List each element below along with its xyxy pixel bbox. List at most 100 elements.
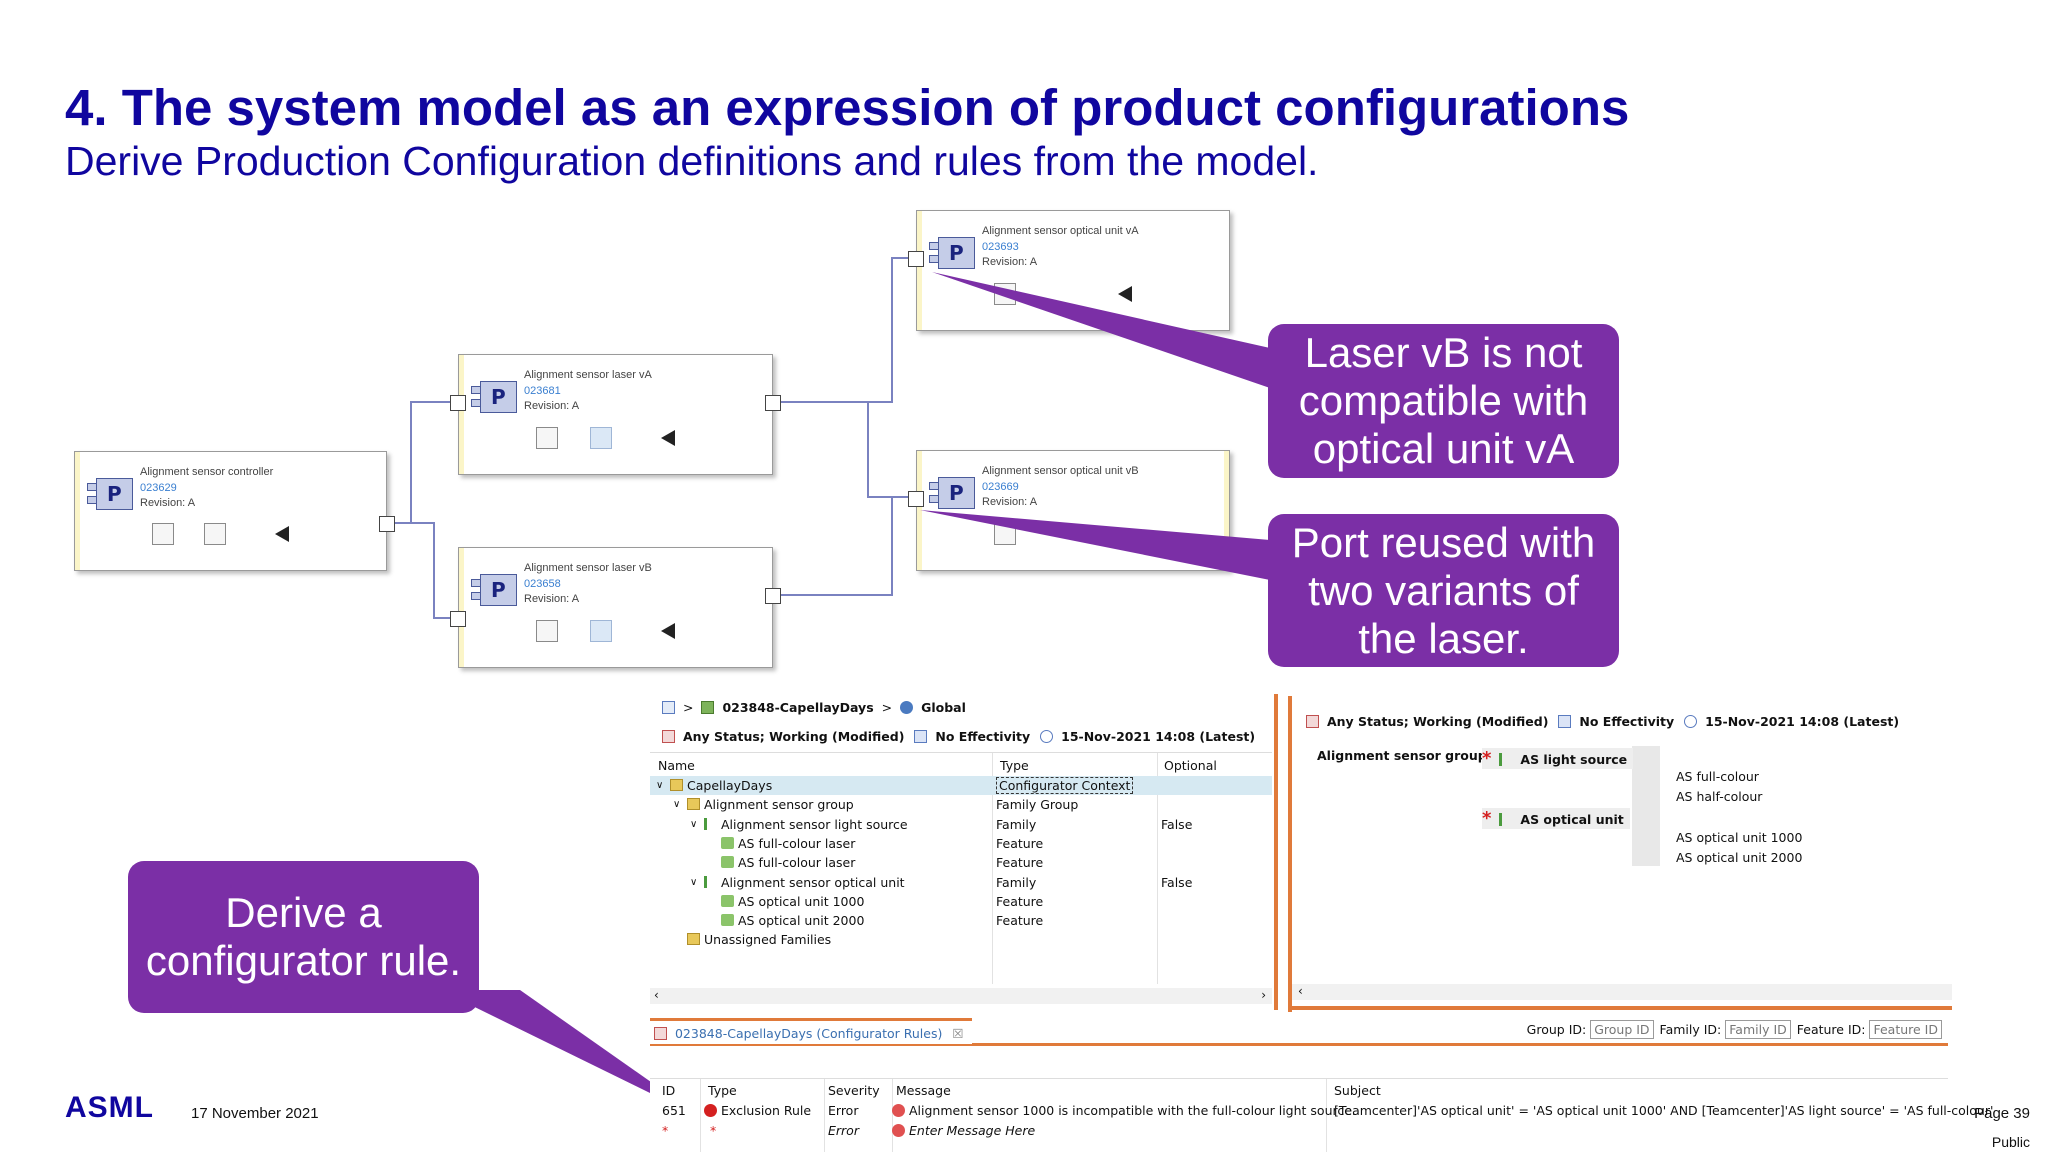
rule-message[interactable]: Enter Message Here <box>892 1123 1035 1138</box>
rule-severity: Error <box>828 1103 859 1118</box>
column-header[interactable]: Severity <box>828 1083 880 1098</box>
collapse-arrow-icon[interactable] <box>275 526 289 542</box>
scroll-right-icon[interactable]: › <box>1261 988 1266 1002</box>
filter-bar: Group ID: Group ID Family ID: Family ID … <box>1527 1020 1942 1039</box>
status-filter[interactable]: Any Status; Working (Modified) <box>1326 714 1549 729</box>
expand-icon[interactable]: ∨ <box>656 780 664 791</box>
expand-icon[interactable]: ∨ <box>690 876 698 888</box>
collapse-arrow-icon[interactable] <box>661 430 675 446</box>
table-row[interactable]: 651 Exclusion Rule Error Alignment senso… <box>650 1103 1993 1123</box>
asml-logo: ASML <box>65 1091 154 1124</box>
expand-icon[interactable]: ∨ <box>690 818 698 830</box>
tree-row-name: CapellayDays <box>687 778 773 793</box>
panel-bottom-border <box>1292 1006 1952 1010</box>
port-icon[interactable] <box>450 395 466 411</box>
column-header[interactable]: Optional <box>1164 758 1217 773</box>
family-optical-unit[interactable]: * AS optical unit <box>1482 808 1630 829</box>
date-filter[interactable]: 15-Nov-2021 14:08 (Latest) <box>1705 714 1900 729</box>
close-tab-icon[interactable]: ☒ <box>952 1026 964 1041</box>
tab-configurator-rules[interactable]: 023848-CapellayDays (Configurator Rules)… <box>650 1018 972 1044</box>
rule-severity: Error <box>828 1123 859 1138</box>
collapse-arrow-icon[interactable] <box>661 623 675 639</box>
status-filter[interactable]: Any Status; Working (Modified) <box>682 729 905 744</box>
tree-row[interactable]: Unassigned Families <box>650 930 1272 949</box>
scroll-left-icon[interactable]: ‹ <box>1298 984 1303 998</box>
port-icon[interactable] <box>765 588 781 604</box>
date-filter[interactable]: 15-Nov-2021 14:08 (Latest) <box>1061 729 1256 744</box>
horizontal-scrollbar[interactable]: ‹ › <box>650 988 1272 1004</box>
feature-item[interactable]: AS optical unit 2000 <box>1676 850 1803 865</box>
horizontal-scrollbar[interactable]: ‹ <box>1292 984 1952 1000</box>
column-header[interactable]: ID <box>662 1083 676 1098</box>
expand-icon[interactable]: ∨ <box>673 799 681 811</box>
block-optical-va[interactable]: P Alignment sensor optical unit vA 02369… <box>908 210 1230 331</box>
block-laser-va[interactable]: P Alignment sensor laser vA 023681 Revis… <box>450 354 781 475</box>
port-icon[interactable] <box>908 251 924 267</box>
feature-item[interactable]: AS half-colour <box>1676 789 1763 804</box>
step-down-icon[interactable] <box>204 523 226 545</box>
block-revision: Revision: A <box>982 256 1038 268</box>
step-up-icon[interactable] <box>152 523 174 545</box>
tree-row-type: Family <box>996 816 1037 832</box>
feature-item[interactable]: AS full-colour <box>1676 769 1759 784</box>
family-id-input[interactable]: Family ID <box>1725 1020 1791 1039</box>
callout-derive-rule: Derive a configurator rule. <box>128 861 479 1013</box>
home-icon[interactable] <box>662 701 675 714</box>
block-controller[interactable]: P Alignment sensor controller 023629 Rev… <box>74 451 395 571</box>
block-id: 023669 <box>982 481 1019 493</box>
block-id: 023629 <box>140 482 177 494</box>
breadcrumb-scope[interactable]: Global <box>921 700 966 715</box>
tree-row[interactable]: ∨ CapellayDays Configurator Context <box>650 776 1272 795</box>
tree-row-optional: False <box>1161 816 1193 832</box>
status-bar: Any Status; Working (Modified) No Effect… <box>662 729 1255 744</box>
tree-row-name: AS optical unit 2000 <box>738 913 865 929</box>
column-header[interactable]: Message <box>896 1083 951 1098</box>
tree-row-name: AS optical unit 1000 <box>738 893 865 909</box>
step-down-icon[interactable] <box>590 427 612 449</box>
step-up-icon[interactable] <box>536 620 558 642</box>
collapse-arrow-icon[interactable] <box>1118 286 1132 302</box>
feature-item[interactable]: AS optical unit 1000 <box>1676 830 1803 845</box>
clock-icon <box>1040 730 1054 743</box>
feature-icon <box>721 856 734 869</box>
block-optical-vb[interactable]: P Alignment sensor optical unit vB 02366… <box>908 450 1230 571</box>
table-row[interactable]: * * Error Enter Message Here <box>650 1123 1948 1143</box>
feature-id-input[interactable]: Feature ID <box>1869 1020 1942 1039</box>
error-icon <box>892 1104 905 1117</box>
effectivity-filter[interactable]: No Effectivity <box>935 729 1031 744</box>
group-id-input[interactable]: Group ID <box>1590 1020 1654 1039</box>
tree-row-type: Feature <box>996 855 1044 871</box>
tree-row-type: Configurator Context <box>996 777 1134 794</box>
part-icon: P <box>929 477 975 509</box>
family-light-source[interactable]: * AS light source <box>1482 748 1634 769</box>
column-header[interactable]: Name <box>658 758 695 773</box>
part-icon: P <box>471 574 517 606</box>
block-name: Alignment sensor laser vB <box>524 562 652 574</box>
effectivity-filter[interactable]: No Effectivity <box>1579 714 1675 729</box>
column-header[interactable]: Type <box>708 1083 737 1098</box>
block-stripe <box>459 355 464 474</box>
breadcrumb-context[interactable]: 023848-CapellayDays <box>722 700 874 715</box>
column-header[interactable]: Subject <box>1334 1083 1381 1098</box>
tree-row-type: Feature <box>996 835 1044 851</box>
port-icon[interactable] <box>908 491 924 507</box>
block-laser-vb[interactable]: P Alignment sensor laser vB 023658 Revis… <box>450 547 781 668</box>
port-icon[interactable] <box>379 516 395 532</box>
port-icon[interactable] <box>450 611 466 627</box>
clock-icon <box>1684 715 1698 728</box>
column-header[interactable]: Type <box>1000 758 1029 773</box>
step-down-icon[interactable] <box>590 620 612 642</box>
scroll-left-icon[interactable]: ‹ <box>654 988 659 1002</box>
port-icon[interactable] <box>765 395 781 411</box>
step-up-icon[interactable] <box>536 427 558 449</box>
callout-port-reused: Port reused with two variants of the las… <box>1268 514 1619 667</box>
diagram-connectors <box>387 257 912 619</box>
